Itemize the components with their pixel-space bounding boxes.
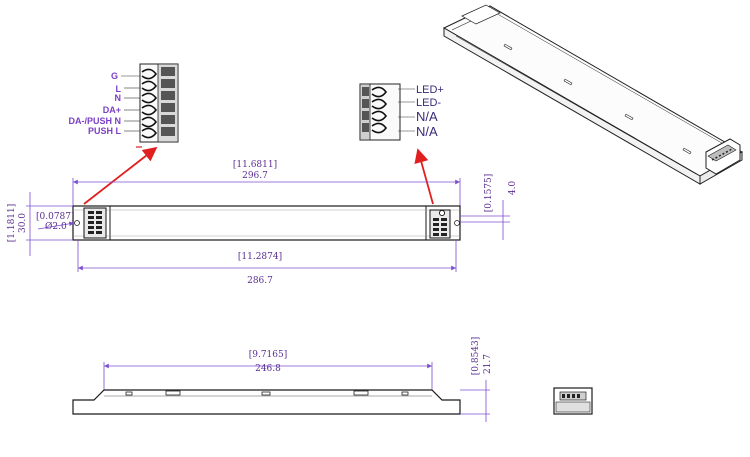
left-mounting-hole bbox=[74, 220, 80, 226]
pointer-arrow-right bbox=[414, 148, 434, 205]
right-mounting-hole bbox=[454, 220, 460, 226]
pin-label-g: G bbox=[111, 71, 118, 81]
pin-label-da-minus-push-n: DA-/PUSH N bbox=[68, 116, 121, 126]
right-terminal-top-icon bbox=[429, 209, 451, 239]
isometric-view bbox=[442, 4, 744, 185]
end-offset-inch: [0.1575] bbox=[484, 174, 494, 213]
side-height-mm: 21.7 bbox=[483, 354, 493, 374]
side-length-inch: [9.7165] bbox=[249, 350, 288, 360]
end-offset-mm: 4.0 bbox=[508, 181, 518, 196]
pin-label-led-minus: LED- bbox=[416, 97, 441, 109]
mount-length-mm: 286.7 bbox=[247, 276, 273, 286]
pin-label-n: N bbox=[115, 93, 122, 103]
pointer-arrow-left bbox=[83, 146, 158, 205]
right-terminal-detail: LED+ LED- N/A N/A bbox=[359, 83, 444, 141]
hole-diameter-inch: [0.0787] bbox=[36, 212, 75, 222]
pin-label-na-2: N/A bbox=[416, 124, 438, 139]
side-length-mm: 246.8 bbox=[255, 364, 281, 374]
driver-body-side bbox=[72, 389, 461, 415]
driver-body-top bbox=[72, 205, 461, 241]
side-height-inch: [0.8543] bbox=[471, 337, 481, 376]
overall-length-inch: [11.6811] bbox=[233, 160, 277, 170]
left-terminal-detail: G L N DA+ DA-/PUSH N PUSH L bbox=[68, 63, 179, 148]
pin-label-led-plus: LED+ bbox=[416, 84, 444, 96]
overall-length-mm: 296.7 bbox=[242, 171, 268, 181]
pin-label-push-l: PUSH L bbox=[88, 126, 122, 136]
iso-terminal-block-icon bbox=[705, 138, 741, 175]
height-mm: 30.0 bbox=[18, 213, 28, 233]
left-terminal-block-icon bbox=[136, 63, 179, 148]
top-view: [11.6811] 296.7 bbox=[7, 160, 518, 286]
end-view bbox=[553, 387, 593, 415]
mount-length-inch: [11.2874] bbox=[238, 252, 282, 262]
pin-label-na-1: N/A bbox=[416, 109, 438, 124]
pin-label-l: L bbox=[116, 84, 122, 94]
hole-diameter-mm: Ø2.0 bbox=[45, 221, 67, 232]
pin-label-da-plus: DA+ bbox=[103, 105, 121, 115]
left-terminal-top-icon bbox=[83, 207, 107, 239]
right-terminal-block-icon bbox=[359, 83, 401, 141]
height-inch: [1.1811] bbox=[7, 204, 17, 243]
side-view: [9.7165] 246.8 [0.8543] 21.7 bbox=[72, 337, 493, 422]
